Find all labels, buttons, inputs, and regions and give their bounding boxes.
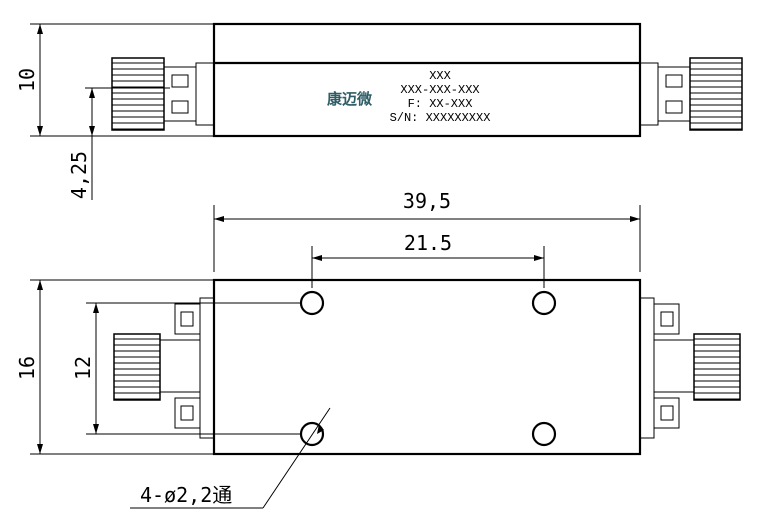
mounting-hole: [299, 290, 325, 316]
top-view: 39,5 21.5: [15, 189, 741, 509]
offset-dim-text: 4,25: [67, 151, 91, 199]
top-left-connector: [113, 297, 215, 439]
label-line-2: XXX-XXX-XXX: [400, 83, 479, 97]
width-dim-text: 16: [15, 356, 39, 380]
height-dimension: 10: [15, 23, 214, 137]
top-body: [212, 278, 642, 456]
label-line-1: XXX: [429, 69, 451, 83]
brand-logo: 康迈微: [327, 90, 373, 108]
hole-callout-text: 4-ø2,2通: [140, 483, 232, 507]
label-line-3: F: XX-XXX: [408, 97, 473, 111]
height-dim-text: 10: [15, 68, 39, 92]
width-dimension: 16: [15, 279, 214, 455]
product-label: 康迈微 XXX XXX-XXX-XXX F: XX-XXX S/N: XXXXX…: [327, 69, 490, 125]
length-dim-text: 39,5: [403, 189, 451, 213]
hole-callout: 4-ø2,2通: [130, 407, 331, 509]
side-left-connector: [111, 57, 215, 131]
hole-spacing-y-dimension: 12: [71, 302, 301, 435]
top-right-connector: [639, 297, 741, 439]
mounting-hole: [531, 290, 557, 316]
label-line-4: S/N: XXXXXXXXX: [390, 111, 491, 125]
length-dimension: 39,5: [213, 189, 641, 272]
mounting-hole: [531, 421, 557, 447]
side-view: 康迈微 XXX XXX-XXX-XXX F: XX-XXX S/N: XXXXX…: [15, 22, 743, 200]
hole-spacing-y-text: 12: [71, 356, 95, 380]
hole-spacing-x-text: 21.5: [404, 231, 452, 255]
connector-offset-dimension: 4,25: [67, 87, 170, 200]
side-right-connector: [639, 57, 743, 131]
